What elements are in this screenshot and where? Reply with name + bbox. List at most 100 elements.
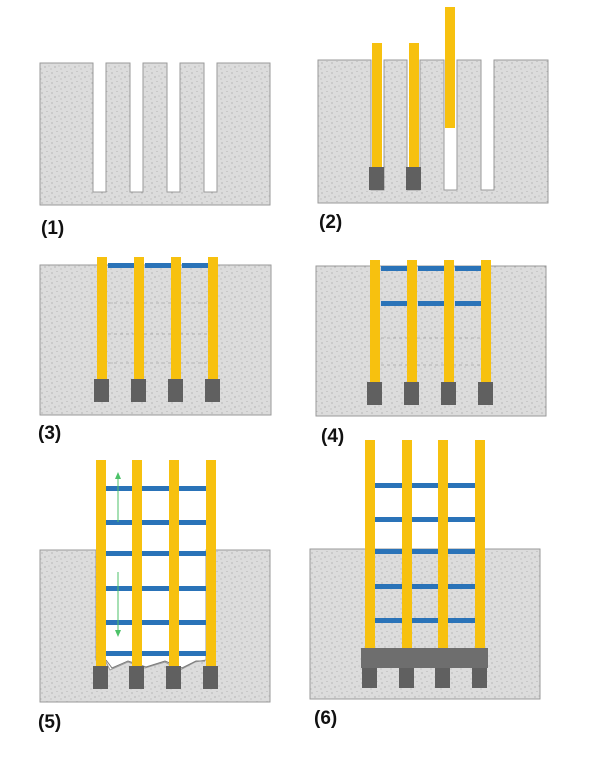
beam (375, 584, 402, 589)
beam (106, 486, 132, 491)
beam (106, 651, 132, 656)
beam (106, 586, 132, 591)
beam (412, 549, 438, 554)
beam (455, 301, 481, 306)
column (438, 440, 448, 648)
pile-foot (478, 382, 493, 405)
column (97, 257, 107, 379)
step-label-6: (6) (314, 708, 338, 729)
pile-foot (166, 666, 181, 689)
panel-5 (39, 460, 271, 703)
beam (142, 620, 169, 625)
pile-foot (205, 379, 220, 402)
beam (412, 618, 438, 623)
beam (448, 517, 475, 522)
step-label-4: (4) (321, 426, 345, 447)
pile-foot (404, 382, 419, 405)
beam (381, 266, 407, 271)
pile-foot (362, 668, 377, 688)
soil-block-1 (39, 62, 271, 206)
beam (182, 263, 208, 268)
panel-4 (315, 260, 547, 417)
beam (412, 483, 438, 488)
beam (179, 651, 206, 656)
beam (106, 551, 132, 556)
pile-foot (93, 666, 108, 689)
beam (448, 549, 475, 554)
pile-foot (129, 666, 144, 689)
pile-foot (441, 382, 456, 405)
panel-3 (39, 257, 272, 416)
beam (142, 651, 169, 656)
column (402, 440, 412, 648)
column (372, 43, 382, 167)
beam (142, 486, 169, 491)
beam (142, 520, 169, 525)
direction-arrow (115, 472, 121, 637)
pile-foot (472, 668, 487, 688)
beam (448, 618, 475, 623)
beam (145, 263, 171, 268)
soil-block-3 (39, 264, 272, 416)
beam (108, 263, 134, 268)
beam (179, 486, 206, 491)
step-label-3: (3) (38, 423, 62, 444)
beam (375, 549, 402, 554)
beam (179, 620, 206, 625)
column (475, 440, 485, 648)
column (206, 460, 216, 666)
soil-block-4 (315, 265, 547, 417)
column (481, 260, 491, 382)
pile-foot (367, 382, 382, 405)
soil-block-6 (309, 548, 541, 700)
beam (418, 266, 444, 271)
column (407, 260, 417, 382)
beam (106, 620, 132, 625)
beam (106, 520, 132, 525)
pile-foot (406, 167, 421, 190)
soil-block-2 (317, 59, 549, 204)
pile-foot (435, 668, 450, 688)
beam (142, 551, 169, 556)
column (365, 440, 375, 648)
beam (375, 483, 402, 488)
panel-6 (309, 440, 541, 700)
beam (375, 517, 402, 522)
column (370, 260, 380, 382)
soil-block-5 (39, 549, 271, 703)
pile-foot (131, 379, 146, 402)
beam (179, 586, 206, 591)
beam (412, 584, 438, 589)
column (132, 460, 142, 666)
panel-2 (317, 7, 549, 204)
pile-foot (399, 668, 414, 688)
foundation-slab (361, 648, 488, 668)
beam (412, 517, 438, 522)
panel-1 (39, 62, 271, 206)
beam (455, 266, 481, 271)
column (171, 257, 181, 379)
column (409, 43, 419, 167)
pile-foot (203, 666, 218, 689)
step-label-5: (5) (38, 712, 62, 733)
beam (179, 520, 206, 525)
column (169, 460, 179, 666)
beam (448, 584, 475, 589)
column (134, 257, 144, 379)
beam (418, 301, 444, 306)
pile-foot (168, 379, 183, 402)
beam (375, 618, 402, 623)
pile-foot (94, 379, 109, 402)
beam (179, 551, 206, 556)
column-being-lowered (445, 7, 455, 128)
column (444, 260, 454, 382)
pile-foot (369, 167, 384, 190)
beam (448, 483, 475, 488)
beam (142, 586, 169, 591)
beam (381, 301, 407, 306)
column (208, 257, 218, 379)
column (96, 460, 106, 666)
step-label-1: (1) (41, 218, 65, 239)
step-label-2: (2) (319, 212, 343, 233)
